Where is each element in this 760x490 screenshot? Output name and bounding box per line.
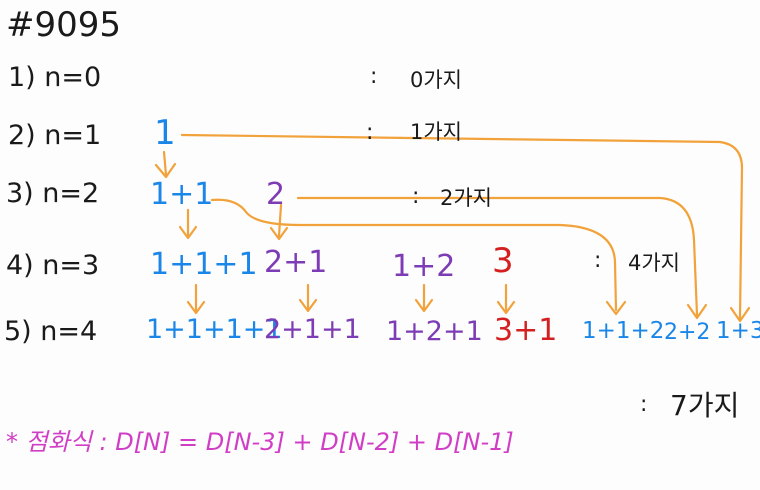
n3-term-1plus2: 1+2 bbox=[392, 249, 456, 284]
count-n0: 0가지 bbox=[410, 68, 463, 92]
n2-term-1plus1: 1+1 bbox=[150, 177, 214, 212]
n4-term-1plus1plus1plus1: 1+1+1+1 bbox=[146, 314, 283, 345]
arrow-1-to-1plus3 bbox=[180, 133, 744, 320]
count-n2: 2가지 bbox=[440, 186, 493, 210]
arrow-2-to-2plus2 bbox=[296, 196, 699, 317]
recurrence-formula: * 점화식 : D[N] = D[N-3] + D[N-2] + D[N-1] bbox=[6, 428, 514, 456]
n4-term-1plus1plus2: 1+1+2 bbox=[582, 318, 665, 344]
n4-term-3plus1: 3+1 bbox=[494, 313, 558, 348]
count-n1: 1가지 bbox=[410, 120, 463, 144]
n3-term-2plus1: 2+1 bbox=[264, 245, 328, 280]
colon-n2: : bbox=[412, 184, 420, 209]
colon-n3: : bbox=[594, 248, 602, 273]
row-label-n1: 2) n=1 bbox=[8, 120, 102, 151]
arrow-1-to-1plus1 bbox=[162, 150, 168, 177]
n1-term-1: 1 bbox=[154, 113, 176, 153]
colon-total: : bbox=[640, 392, 648, 417]
total-count: 7가지 bbox=[670, 389, 740, 422]
row-label-n4: 5) n=4 bbox=[4, 316, 98, 347]
row-label-n2: 3) n=2 bbox=[6, 178, 100, 209]
row-label-n3: 4) n=3 bbox=[6, 250, 100, 281]
arrow-2-to-2plus1 bbox=[277, 203, 283, 238]
row-label-n0: 1) n=0 bbox=[8, 62, 102, 93]
n4-term-1plus2plus1: 1+2+1 bbox=[386, 316, 483, 347]
n4-term-2plus2: 2+2 bbox=[664, 320, 711, 345]
colon-n1: : bbox=[366, 120, 374, 145]
colon-n0: : bbox=[370, 64, 378, 89]
n2-term-2: 2 bbox=[266, 177, 286, 212]
n4-term-1plus3: 1+3 bbox=[716, 318, 760, 344]
n3-term-1plus1plus1: 1+1+1 bbox=[150, 247, 258, 282]
page-title: #9095 bbox=[6, 5, 122, 45]
n3-term-3: 3 bbox=[492, 241, 514, 281]
n4-term-2plus1plus1: 2+1+1 bbox=[264, 314, 361, 345]
count-n3: 4가지 bbox=[628, 251, 681, 275]
